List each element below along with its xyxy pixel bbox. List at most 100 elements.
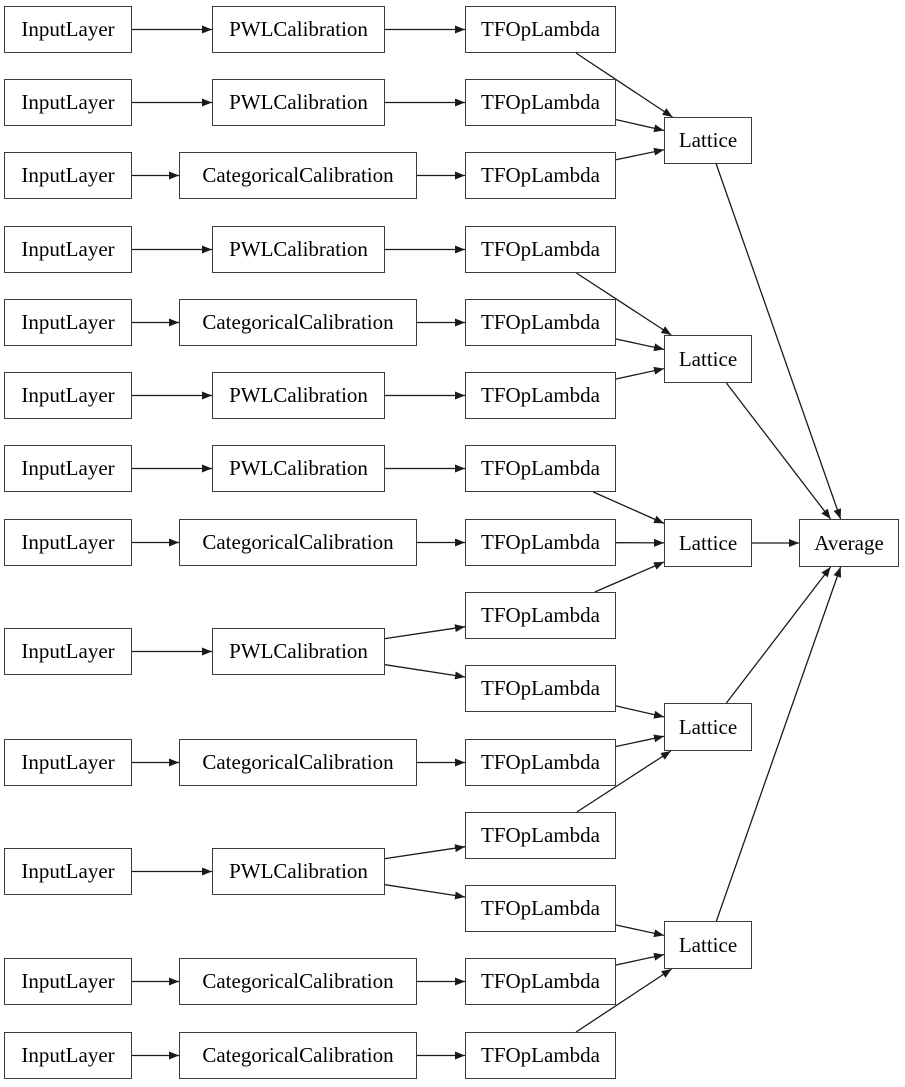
- edge-l1-avg: [715, 163, 842, 520]
- tfoplambda-label: TFOpLambda: [481, 530, 600, 554]
- pwlcalibration-node: PWLCalibration: [212, 848, 385, 895]
- pwlcalibration-label: PWLCalibration: [229, 90, 368, 114]
- tfoplambda-label: TFOpLambda: [481, 969, 600, 993]
- tfoplambda-label: TFOpLambda: [481, 603, 600, 627]
- pwlcalibration-label: PWLCalibration: [229, 859, 368, 883]
- inputlayer-node: InputLayer: [4, 1032, 132, 1079]
- edge-t6-l2: [615, 366, 665, 380]
- pwlcalibration-label: PWLCalibration: [229, 237, 368, 261]
- tfoplambda-label: TFOpLambda: [481, 383, 600, 407]
- categoricalcalibration-label: CategoricalCalibration: [202, 530, 394, 554]
- inputlayer-label: InputLayer: [21, 17, 115, 41]
- inputlayer-label: InputLayer: [21, 237, 115, 261]
- tfoplambda-label: TFOpLambda: [481, 456, 600, 480]
- tfoplambda-label: TFOpLambda: [481, 896, 600, 920]
- tfoplambda-node: TFOpLambda: [465, 299, 616, 346]
- tfoplambda-node: TFOpLambda: [465, 445, 616, 492]
- tfoplambda-label: TFOpLambda: [481, 750, 600, 774]
- edge-t5-l2: [615, 338, 665, 352]
- edge-c9-t10: [384, 664, 466, 680]
- edge-c11-t13: [384, 884, 466, 900]
- edge-t7-l3: [593, 491, 665, 524]
- categoricalcalibration-node: CategoricalCalibration: [179, 299, 417, 346]
- edge-c9-t9: [384, 624, 466, 640]
- edge-l2-avg: [725, 382, 832, 520]
- pwlcalibration-label: PWLCalibration: [229, 456, 368, 480]
- inputlayer-node: InputLayer: [4, 628, 132, 675]
- tfoplambda-label: TFOpLambda: [481, 17, 600, 41]
- tfoplambda-label: TFOpLambda: [481, 90, 600, 114]
- pwlcalibration-node: PWLCalibration: [212, 372, 385, 419]
- categoricalcalibration-node: CategoricalCalibration: [179, 519, 417, 566]
- tfoplambda-node: TFOpLambda: [465, 1032, 616, 1079]
- tfoplambda-label: TFOpLambda: [481, 676, 600, 700]
- tfoplambda-node: TFOpLambda: [465, 812, 616, 859]
- inputlayer-label: InputLayer: [21, 163, 115, 187]
- tfoplambda-node: TFOpLambda: [465, 519, 616, 566]
- inputlayer-node: InputLayer: [4, 299, 132, 346]
- categoricalcalibration-node: CategoricalCalibration: [179, 152, 417, 199]
- edge-l5-avg: [715, 566, 842, 922]
- edge-t1-l1: [575, 52, 673, 118]
- tfoplambda-node: TFOpLambda: [465, 372, 616, 419]
- inputlayer-label: InputLayer: [21, 750, 115, 774]
- tfoplambda-node: TFOpLambda: [465, 665, 616, 712]
- pwlcalibration-node: PWLCalibration: [212, 6, 385, 53]
- inputlayer-label: InputLayer: [21, 310, 115, 334]
- tfoplambda-node: TFOpLambda: [465, 885, 616, 932]
- pwlcalibration-label: PWLCalibration: [229, 639, 368, 663]
- pwlcalibration-label: PWLCalibration: [229, 17, 368, 41]
- edge-t2-l1: [615, 118, 665, 133]
- lattice-node: Lattice: [664, 335, 752, 383]
- tfoplambda-label: TFOpLambda: [481, 237, 600, 261]
- inputlayer-node: InputLayer: [4, 226, 132, 273]
- tfoplambda-node: TFOpLambda: [465, 739, 616, 786]
- edge-t13-l5: [615, 924, 665, 938]
- lattice-label: Lattice: [678, 714, 738, 739]
- pwlcalibration-node: PWLCalibration: [212, 628, 385, 675]
- categoricalcalibration-label: CategoricalCalibration: [202, 163, 394, 187]
- lattice-node: Lattice: [664, 519, 752, 567]
- lattice-node: Lattice: [664, 921, 752, 969]
- edge-t9-l3: [594, 561, 665, 593]
- edge-l4-avg: [725, 566, 832, 704]
- categoricalcalibration-node: CategoricalCalibration: [179, 958, 417, 1005]
- tfoplambda-label: TFOpLambda: [481, 823, 600, 847]
- tfoplambda-node: TFOpLambda: [465, 958, 616, 1005]
- edge-t11-l4: [615, 734, 665, 748]
- edge-t12-l4: [576, 750, 672, 813]
- pwlcalibration-node: PWLCalibration: [212, 226, 385, 273]
- inputlayer-node: InputLayer: [4, 958, 132, 1005]
- pwlcalibration-node: PWLCalibration: [212, 445, 385, 492]
- inputlayer-label: InputLayer: [21, 90, 115, 114]
- edge-t15-l5: [575, 968, 672, 1033]
- inputlayer-node: InputLayer: [4, 519, 132, 566]
- edge-t4-l2: [576, 272, 672, 336]
- inputlayer-label: InputLayer: [21, 530, 115, 554]
- inputlayer-label: InputLayer: [21, 969, 115, 993]
- inputlayer-node: InputLayer: [4, 739, 132, 786]
- inputlayer-node: InputLayer: [4, 848, 132, 895]
- tfoplambda-node: TFOpLambda: [465, 6, 616, 53]
- categoricalcalibration-label: CategoricalCalibration: [202, 310, 394, 334]
- categoricalcalibration-node: CategoricalCalibration: [179, 739, 417, 786]
- edge-t3-l1: [615, 147, 665, 161]
- edge-t10-l4: [615, 705, 665, 719]
- lattice-label: Lattice: [678, 128, 738, 152]
- inputlayer-node: InputLayer: [4, 372, 132, 419]
- lattice-label: Lattice: [678, 346, 738, 371]
- edge-c11-t12: [384, 844, 466, 860]
- inputlayer-label: InputLayer: [21, 859, 115, 883]
- inputlayer-node: InputLayer: [4, 445, 132, 492]
- tfoplambda-node: TFOpLambda: [465, 79, 616, 126]
- pwlcalibration-label: PWLCalibration: [229, 383, 368, 407]
- categoricalcalibration-node: CategoricalCalibration: [179, 1032, 417, 1079]
- inputlayer-label: InputLayer: [21, 383, 115, 407]
- inputlayer-label: InputLayer: [21, 639, 115, 663]
- tfoplambda-node: TFOpLambda: [465, 226, 616, 273]
- inputlayer-label: InputLayer: [21, 456, 115, 480]
- categoricalcalibration-label: CategoricalCalibration: [202, 1043, 394, 1067]
- edge-t14-l5: [615, 952, 665, 966]
